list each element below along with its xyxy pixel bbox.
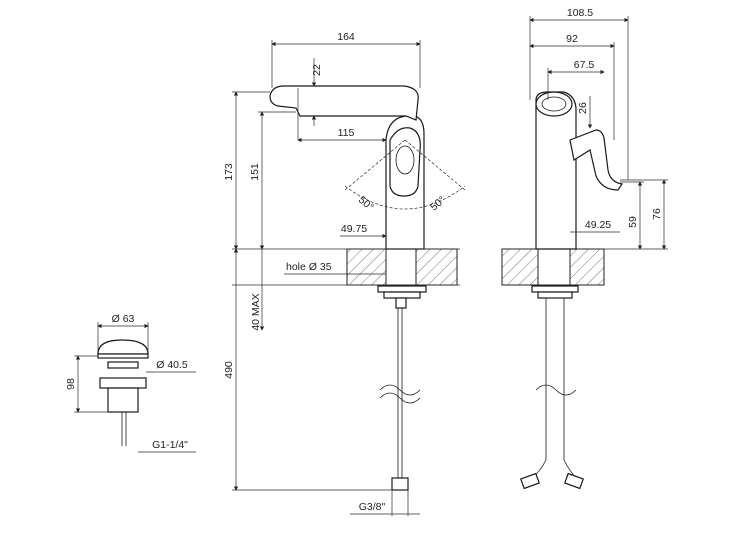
dim-49-25: 49.25 (585, 219, 611, 231)
waste-view: Ø 63 Ø 40.5 98 G1-1/4" (65, 313, 196, 453)
dim-d63: Ø 63 (112, 313, 135, 325)
front-view: 164 115 22 173 151 50° 50° 49.75 hole Ø … (223, 31, 466, 516)
dim-50-right: 50° (428, 194, 448, 213)
dim-151: 151 (249, 163, 261, 181)
side-view: 108.5 92 67.5 26 49.25 59 76 (501, 7, 668, 490)
dim-40-max: 40 MAX (250, 293, 262, 330)
waste-cap (97, 339, 149, 355)
dim-98: 98 (65, 378, 77, 390)
lever-side (569, 129, 624, 191)
dim-92: 92 (566, 33, 578, 45)
dim-76: 76 (651, 208, 663, 220)
spout-front (269, 85, 419, 121)
dim-22: 22 (311, 64, 323, 76)
thread-g38: G3/8" (359, 501, 386, 513)
dim-164: 164 (337, 31, 355, 43)
dim-490: 490 (223, 361, 235, 379)
dim-50-left: 50° (356, 194, 376, 213)
lever-front (389, 127, 421, 197)
mixer-body-side (535, 91, 577, 250)
dim-115: 115 (338, 127, 355, 139)
hole-label: hole Ø 35 (286, 261, 332, 273)
dim-26: 26 (577, 102, 589, 114)
dim-67-5: 67.5 (574, 59, 595, 71)
dim-59: 59 (627, 216, 639, 228)
dim-108-5: 108.5 (567, 7, 593, 19)
dim-d40-5: Ø 40.5 (156, 359, 188, 371)
dim-49-75: 49.75 (341, 223, 367, 235)
thread-g1-1-4: G1-1/4" (152, 439, 188, 451)
dim-173: 173 (223, 163, 235, 181)
